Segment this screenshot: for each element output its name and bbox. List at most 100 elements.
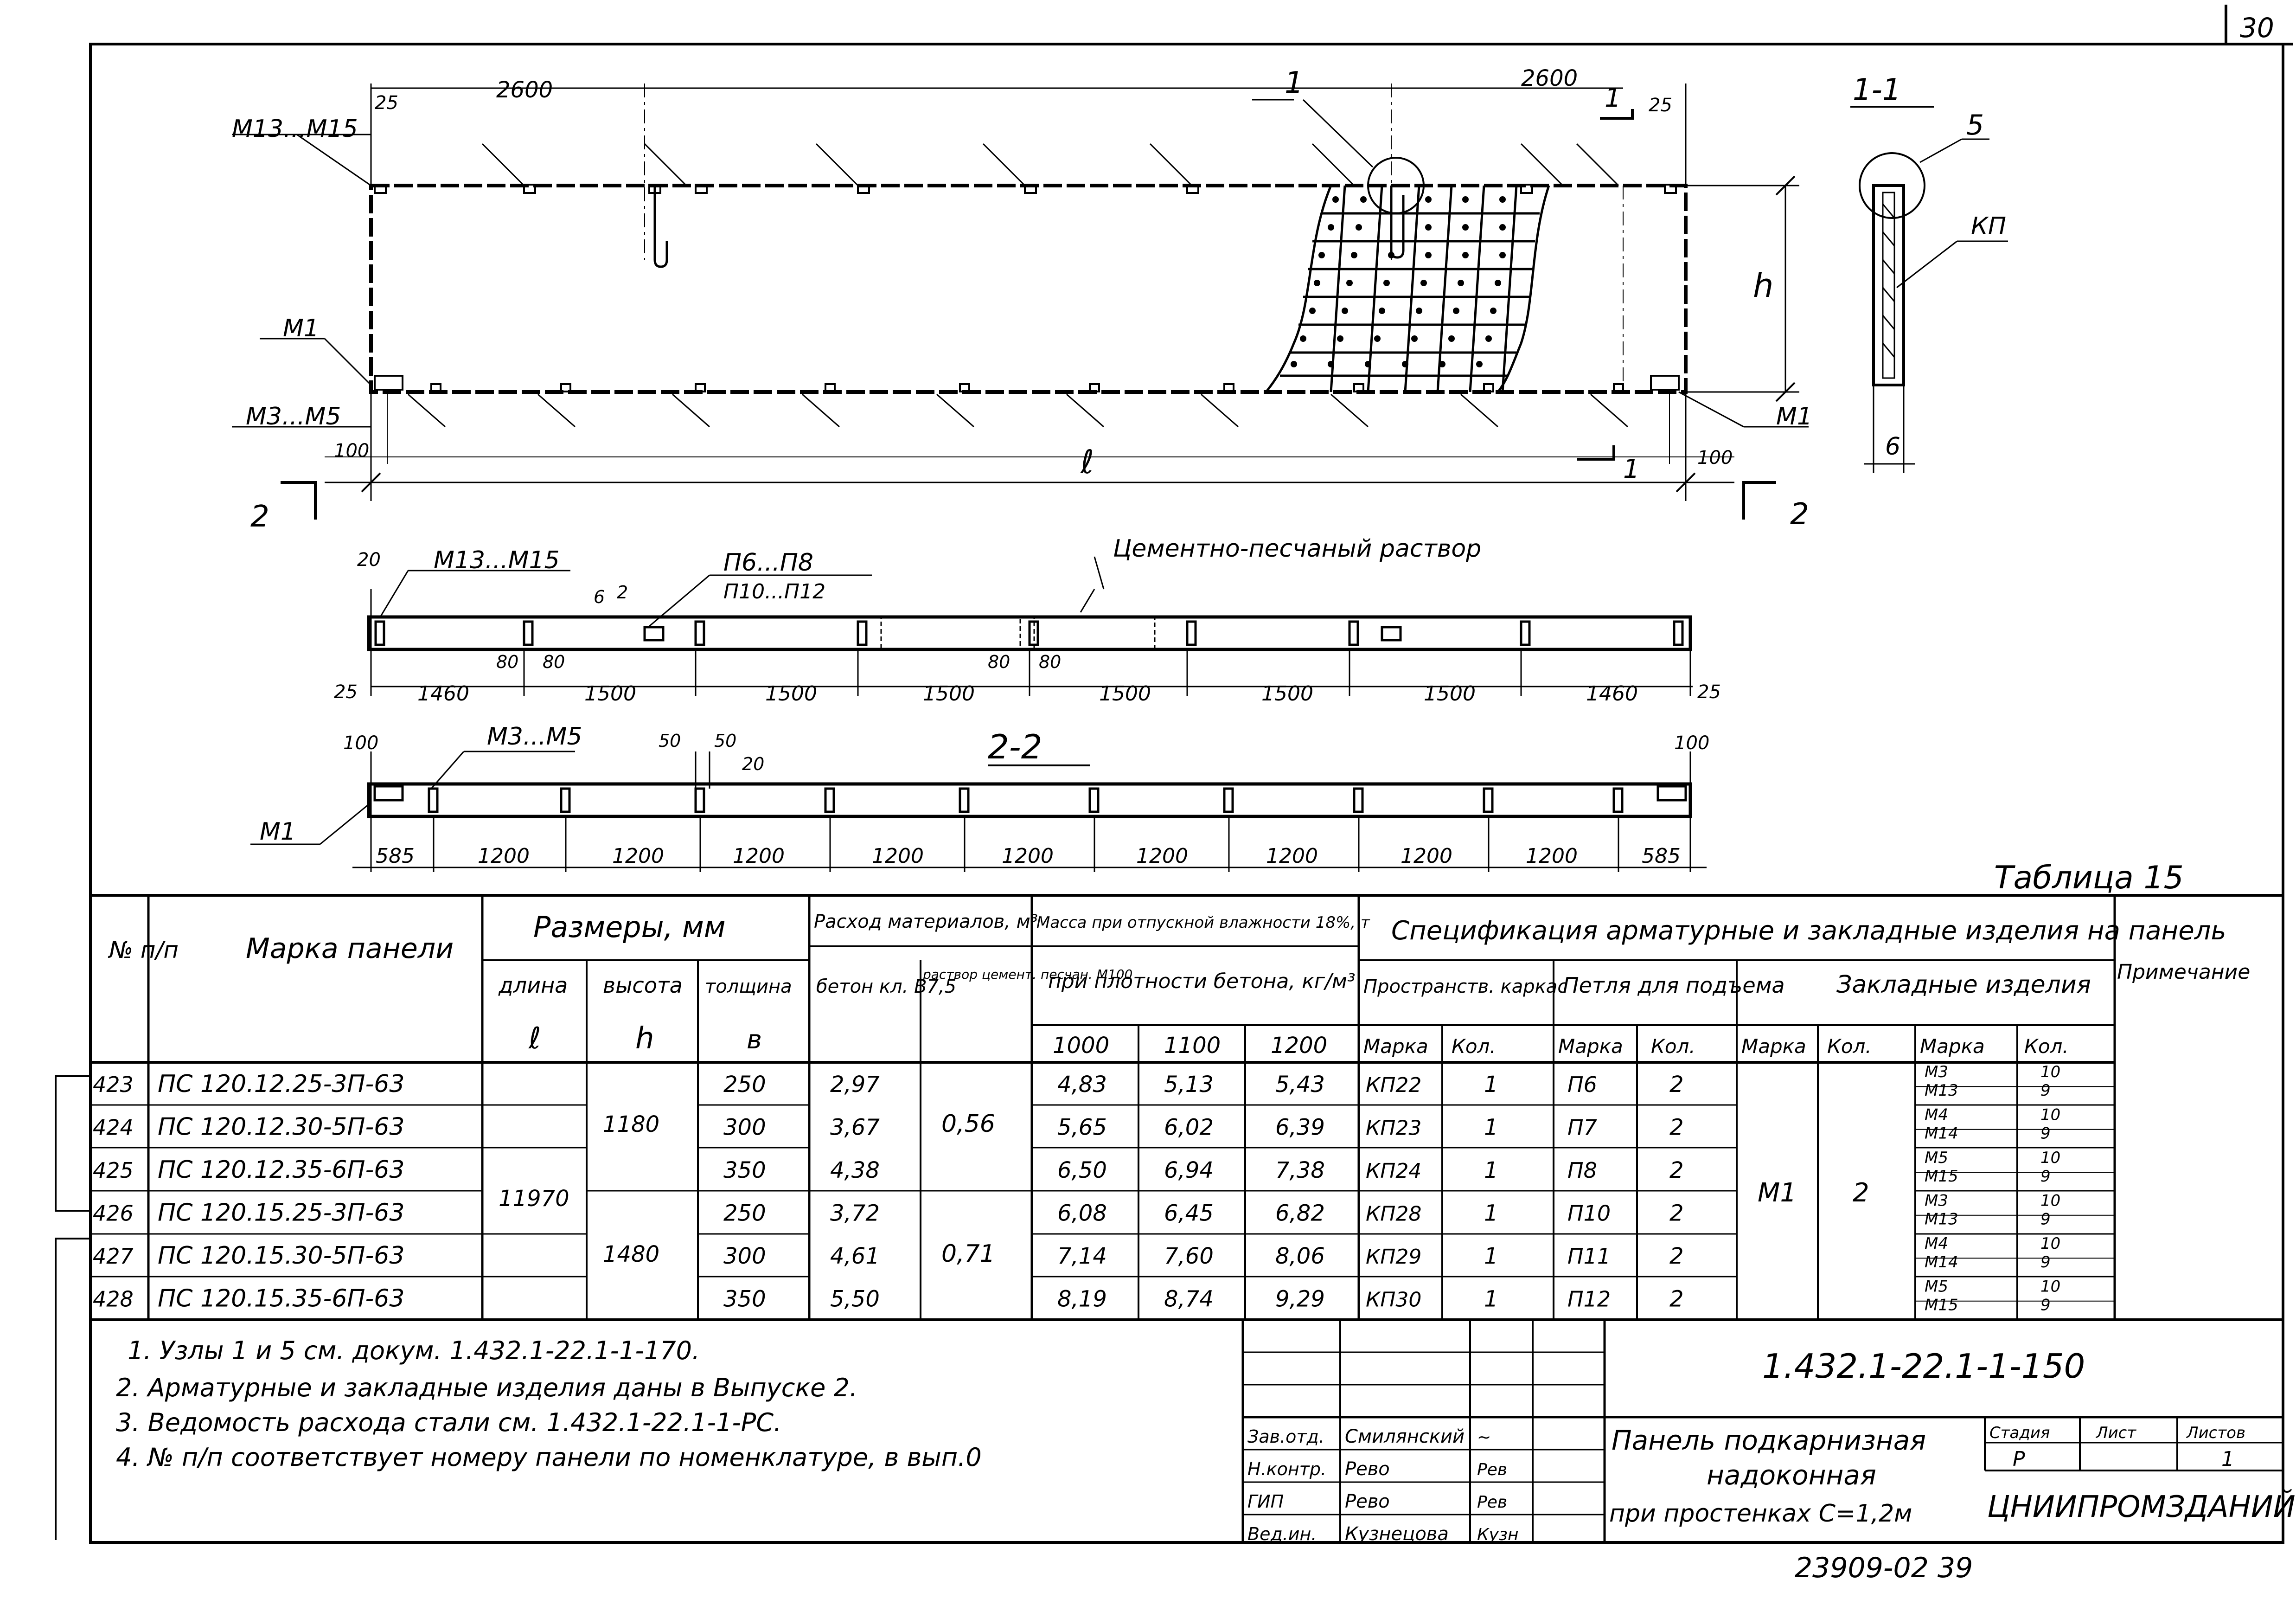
cell-emb2-mark: М5 [1925, 1278, 1948, 1296]
table-caption: Таблица 15 [1994, 860, 2184, 896]
label-m1-s2: М1 [260, 818, 296, 846]
dim-2600-left: 2600 [496, 77, 553, 103]
cell-height-b: 1480 [603, 1241, 659, 1267]
th-emb1-mark: Марка [1741, 1035, 1806, 1058]
cell-m1000: 8,19 [1057, 1286, 1107, 1312]
table-grid [55, 894, 2283, 1540]
th-height: высота [603, 973, 683, 998]
s2-spacing-6: 1200 [1136, 844, 1188, 868]
th-frame: Пространств. каркас [1363, 976, 1567, 997]
stamp-sign: ~ [1477, 1428, 1491, 1447]
cell-frame: КП30 [1366, 1288, 1421, 1312]
dim-80-b: 80 [543, 652, 565, 672]
stamp-stage: Р [2013, 1447, 2025, 1471]
th-loop-qty: Кол. [1651, 1035, 1695, 1058]
cell-concrete: 4,61 [830, 1243, 880, 1269]
cell-mark: ПС 120.12.35-6П-63 [158, 1156, 404, 1184]
cell-loop-q: 2 [1669, 1115, 1684, 1141]
th-loop: Петля для подъема [1563, 973, 1785, 998]
th-consumption: Расход материалов, м³ [814, 911, 1038, 932]
dim-100-left: 100 [334, 440, 369, 462]
cell-emb2-mark: М5 [1925, 1149, 1948, 1167]
cell-emb2-qty: 9 [2040, 1253, 2051, 1271]
cell-emb2-qty: 9 [2040, 1124, 2051, 1143]
cell-emb2-mark: М14 [1925, 1124, 1958, 1143]
cell-t: 350 [723, 1157, 766, 1183]
cut-mark-1-top: 1 [1605, 83, 1621, 113]
cell-frame-q: 1 [1484, 1243, 1498, 1269]
cell-frame: КП29 [1366, 1245, 1421, 1269]
cell-num: 425 [93, 1158, 134, 1183]
cell-loop: П11 [1567, 1244, 1611, 1269]
label-m13-m15-mid: М13...М15 [434, 546, 560, 574]
cell-m1200: 9,29 [1275, 1286, 1325, 1312]
cell-m1000: 6,08 [1057, 1201, 1107, 1227]
cell-m1100: 6,45 [1164, 1201, 1214, 1227]
cell-m1100: 8,74 [1164, 1286, 1214, 1312]
stamp-stage-h: Стадия [1989, 1424, 2050, 1442]
s2-spacing-5: 1200 [1002, 844, 1054, 868]
note-4: 4. № п/п соответствует номеру панели по … [116, 1443, 982, 1472]
callout-1: 1 [1285, 66, 1304, 100]
cell-emb2-qty: 9 [2040, 1296, 2051, 1315]
th-emb2-qty: Кол. [2024, 1035, 2069, 1058]
mid-spacing-3: 1500 [923, 682, 975, 706]
cell-emb2-qty: 10 [2040, 1192, 2060, 1210]
s2-spacing-4: 1200 [872, 844, 924, 868]
table-merged: 11970 1180 1480 0,56 0,71 М1 2 [499, 1110, 1869, 1268]
panel-top-view [232, 83, 1809, 520]
th-sizes: Размеры, мм [533, 910, 726, 944]
th-spec: Спецификация арматурные и закладные изде… [1391, 916, 2226, 946]
s2-spacing-2: 1200 [612, 844, 664, 868]
cell-emb2-mark: М3 [1925, 1192, 1948, 1210]
cell-loop-q: 2 [1669, 1072, 1684, 1098]
dim-b: 6 [1885, 433, 1900, 461]
cell-length: 11970 [499, 1186, 569, 1212]
cell-loop: П8 [1567, 1158, 1597, 1183]
sheet-frame [89, 43, 2284, 1544]
dim-20-s2: 20 [742, 754, 764, 774]
note-2: 2. Арматурные и закладные изделия даны в… [116, 1373, 857, 1402]
th-height-sym: h [635, 1021, 654, 1056]
label-kp: КП [1971, 212, 2006, 240]
th-frame-qty: Кол. [1452, 1035, 1496, 1058]
label-m13-m15-top: М13...М15 [232, 115, 358, 143]
cell-loop: П6 [1567, 1072, 1597, 1097]
s2-spacing-0: 585 [376, 844, 415, 868]
stamp-doc-code: 1.432.1-22.1-1-150 [1762, 1347, 2085, 1386]
dim-80-a: 80 [496, 652, 518, 672]
dim-100-right: 100 [1697, 447, 1733, 469]
callout-5: 5 [1966, 109, 1984, 141]
cell-mark: ПС 120.12.30-5П-63 [158, 1113, 404, 1141]
cell-concrete: 4,38 [830, 1157, 880, 1183]
cut-mark-2-right: 2 [1790, 497, 1809, 532]
cell-frame: КП24 [1366, 1159, 1421, 1183]
cell-num: 426 [93, 1201, 134, 1226]
stamp-sheets: 1 [2221, 1447, 2234, 1471]
s2-spacing-8: 1200 [1401, 844, 1452, 868]
cell-frame-q: 1 [1484, 1286, 1498, 1312]
stamp: 1.432.1-22.1-1-150 Панель подкарнизная н… [1247, 1347, 2296, 1545]
label-mortar: Цементно-песчаный раствор [1113, 535, 1481, 563]
notes: 1. Узлы 1 и 5 см. докум. 1.432.1-22.1-1-… [116, 1336, 982, 1472]
label-m3-m5-s2: М3...М5 [487, 723, 582, 751]
th-emb2-mark: Марка [1920, 1035, 1985, 1058]
th-density: при плотности бетона, кг/м³ [1048, 970, 1356, 993]
s2-spacing-7: 1200 [1266, 844, 1318, 868]
dim-100-s2-left: 100 [343, 732, 378, 754]
note-3: 3. Ведомость расхода стали см. 1.432.1-2… [116, 1408, 781, 1437]
cell-emb1-qty: 2 [1853, 1178, 1869, 1208]
cell-emb2-mark: М4 [1925, 1234, 1948, 1253]
label-m1-right: М1 [1776, 403, 1812, 430]
cell-num: 428 [93, 1287, 134, 1312]
cell-frame-q: 1 [1484, 1072, 1498, 1098]
cut-mark-1-bottom: 1 [1623, 454, 1640, 484]
label-p6-p8: П6...П8 [723, 549, 813, 577]
stamp-role: Вед.ин. [1247, 1524, 1317, 1544]
cell-emb2-qty: 10 [2040, 1278, 2060, 1296]
mid-spacing-0: 1460 [417, 682, 469, 706]
